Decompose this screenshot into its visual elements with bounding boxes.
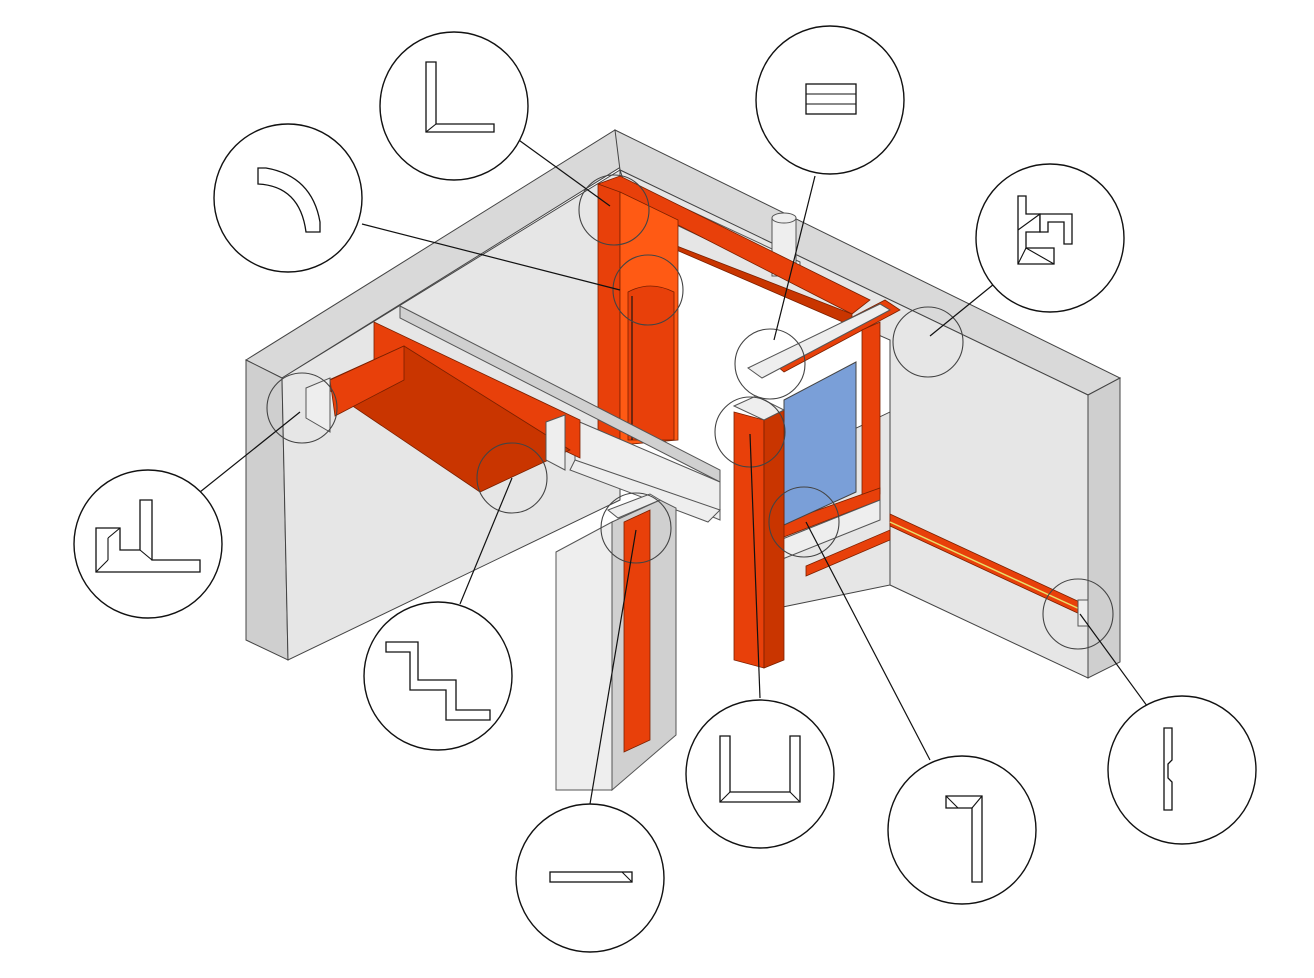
panel-fire-strip <box>623 509 651 753</box>
focus-top-corner <box>578 174 650 246</box>
window-frame-right <box>861 321 881 503</box>
focus-panel <box>600 492 672 564</box>
focus-duct-end <box>1042 578 1114 650</box>
u-channel-profile-icon <box>719 735 801 803</box>
focus-window-head <box>734 328 806 400</box>
focus-tray-edge <box>266 372 338 444</box>
right-wall-end-face <box>1087 377 1121 679</box>
focus-round-column <box>612 254 684 326</box>
vertical-pipe-top <box>771 212 797 224</box>
tray-lip-left <box>305 377 331 433</box>
steel-i-beam-bottom <box>569 459 721 523</box>
leader-flat-plate <box>589 529 637 805</box>
leader-l-corner-wall <box>199 411 301 493</box>
reverse-l-profile-icon <box>945 795 983 883</box>
focus-bracket <box>892 306 964 378</box>
leader-cornice-arc <box>361 223 621 291</box>
l-corner-profile-icon <box>95 499 201 573</box>
focus-tray-step <box>476 442 548 514</box>
z-step-profile-icon <box>385 641 491 721</box>
callout-notched-strip <box>1107 695 1257 845</box>
front-column-cap <box>732 395 786 421</box>
tray-lip-right <box>545 414 566 471</box>
notched-strip-profile-icon <box>1163 727 1173 811</box>
skirting-duct <box>805 513 1089 627</box>
hook-bracket-profile-icon <box>1017 195 1073 265</box>
callout-hook-bracket <box>975 163 1125 313</box>
leader-notched-strip <box>1079 613 1151 711</box>
duct-end-plate <box>1077 599 1089 627</box>
front-column-front <box>733 411 765 669</box>
callout-cornice-arc <box>213 123 363 273</box>
window-assembly <box>747 299 901 561</box>
callout-l-corner-wall <box>73 469 223 619</box>
skirting-duct-lower <box>805 529 891 577</box>
callout-flat-laminate <box>755 25 905 175</box>
rear-column <box>597 183 679 446</box>
callout-reverse-l <box>887 755 1037 905</box>
leader-hook-bracket <box>929 283 995 337</box>
partition-panel <box>555 493 677 792</box>
leader-lines <box>199 137 1151 805</box>
leader-angle-top <box>515 137 611 207</box>
callout-u-channel <box>685 699 835 849</box>
panel-top-channel <box>607 493 662 519</box>
flat-plate-profile-icon <box>549 871 633 883</box>
focus-column <box>714 396 786 468</box>
leader-z-step <box>459 477 513 605</box>
callout-angle-top <box>379 31 529 181</box>
leader-flat-laminate <box>773 175 816 341</box>
callout-z-step <box>363 601 513 751</box>
leader-u-channel <box>749 433 761 699</box>
focus-sill <box>768 486 840 558</box>
front-column <box>732 395 786 669</box>
leader-reverse-l <box>805 521 931 761</box>
panel-face <box>555 521 613 791</box>
tray-inner-side <box>329 345 405 417</box>
round-column-cladding <box>627 285 675 441</box>
focus-circles <box>266 174 1114 650</box>
window-head-channel <box>747 303 892 379</box>
laminated-strips-icon <box>805 83 857 115</box>
callout-flat-plate <box>515 803 665 953</box>
top-beam-cladding <box>597 175 871 315</box>
curved-profile-icon <box>257 167 321 233</box>
rear-column-front <box>597 183 621 446</box>
left-beam-tray <box>305 305 721 523</box>
